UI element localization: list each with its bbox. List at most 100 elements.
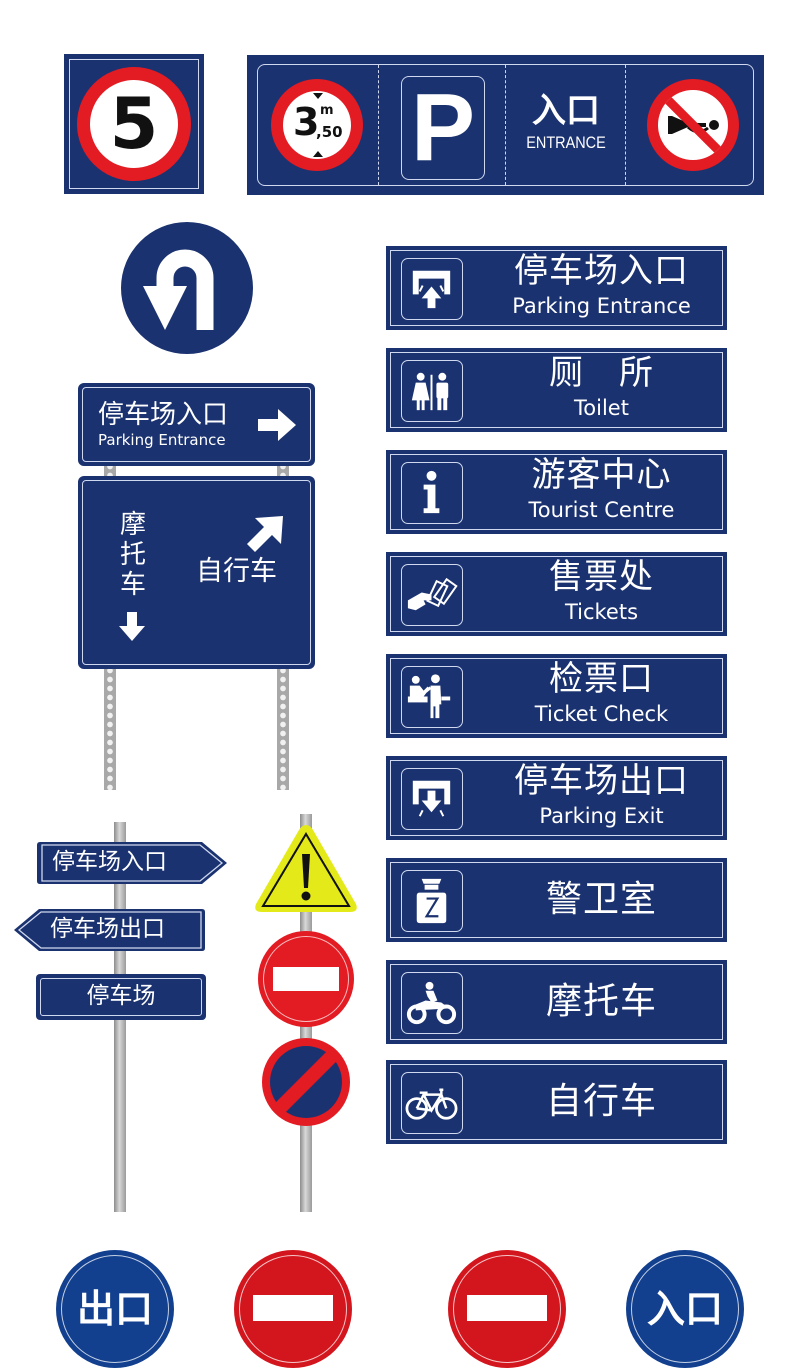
panel-border	[82, 387, 311, 462]
sign-zh: 停车场出口	[514, 761, 689, 801]
info-sign-motorcycle: 摩托车	[386, 960, 727, 1044]
entrance-en: ENTRANCE	[526, 133, 606, 152]
no-entry-bar-icon	[273, 967, 339, 991]
no-entry-round-sign-2	[448, 1250, 566, 1368]
panel-border	[82, 480, 311, 665]
info-sign-tourist-centre: 游客中心 Tourist Centre	[386, 450, 727, 534]
u-turn-sign	[121, 222, 253, 354]
sign-en: Parking Entrance	[512, 294, 691, 318]
parking-exit-icon	[412, 780, 451, 817]
no-parking-sign	[262, 1038, 350, 1126]
triangle-down-icon	[313, 93, 323, 99]
char: 车	[119, 570, 146, 600]
sign-border	[390, 760, 723, 836]
parking-entrance-direction-panel: 停车场入口 Parking Entrance	[78, 383, 315, 466]
perforated-post-right	[277, 666, 289, 790]
height-unit: m	[320, 103, 334, 118]
speed-limit-ring: 5	[77, 67, 191, 181]
divider	[625, 65, 626, 185]
parking-entrance-banner: 3 m ,50 P 入口 ENTRANCE	[247, 55, 764, 195]
triangle-up-icon	[313, 151, 323, 157]
guard-icon	[416, 878, 447, 924]
sign-en: Toilet	[574, 396, 629, 420]
icon-box	[401, 360, 463, 422]
exit-label: 出口	[76, 1287, 153, 1331]
signpost-label-exit: 停车场出口	[50, 916, 165, 942]
sign-border	[69, 59, 199, 189]
arrow-right-icon	[258, 409, 296, 441]
info-sign-parking-exit: 停车场出口 Parking Exit	[386, 756, 727, 840]
info-sign-parking-entrance: 停车场入口 Parking Entrance	[386, 246, 727, 330]
no-horn-icon	[662, 94, 724, 156]
perforated-post-left	[104, 666, 116, 790]
signpost-label-parking: 停车场	[86, 983, 156, 1009]
sign-border	[390, 352, 723, 428]
sign-zh: 检票口	[549, 659, 654, 699]
sign-zh: 自行车	[545, 1081, 657, 1122]
info-sign-toilet: 厕 所 Toilet	[386, 348, 727, 432]
vehicle-direction-panel: 摩 托 车 自行车	[78, 476, 315, 669]
entrance-round-sign: 入口	[626, 1250, 744, 1368]
divider	[378, 65, 379, 185]
signpost-board-entrance	[37, 842, 227, 884]
arrow-down-icon	[119, 612, 145, 641]
sign-en: Tourist Centre	[528, 498, 675, 522]
char: 托	[119, 540, 146, 570]
ticket-check-icon	[407, 674, 451, 719]
ring	[239, 1255, 347, 1363]
sign-zh: 摩托车	[545, 981, 657, 1022]
exit-round-sign: 出口	[56, 1250, 174, 1368]
sign-zh: 警卫室	[545, 879, 657, 920]
sign-border	[390, 454, 723, 530]
banner-border	[257, 64, 754, 186]
sign-border	[390, 658, 723, 734]
entrance-label: 入口	[646, 1287, 723, 1331]
sign-en: Ticket Check	[534, 702, 669, 726]
sign-en: Parking Exit	[539, 804, 664, 828]
info-sign-ticket-check: 检票口 Ticket Check	[386, 654, 727, 738]
entrance-label: 入口 ENTRANCE	[509, 91, 623, 155]
ring	[61, 1255, 169, 1363]
signpost-label-entrance: 停车场入口	[52, 849, 167, 875]
motorcycle-icon	[406, 981, 457, 1025]
ring	[631, 1255, 739, 1363]
entrance-zh: 入口	[532, 91, 600, 131]
exclamation-icon	[301, 854, 311, 901]
toilet-icon	[411, 372, 449, 411]
icon-box	[401, 768, 463, 830]
info-sign-bicycle: 自行车	[386, 1060, 727, 1144]
char: 摩	[119, 510, 146, 540]
info-sign-guard-room: 警卫室	[386, 858, 727, 942]
icon-box	[401, 564, 463, 626]
no-entry-bar-icon	[253, 1295, 333, 1321]
sign-zh: 停车场入口	[514, 251, 689, 291]
height-limit-sign: 3 m ,50	[271, 79, 363, 171]
sign-zh: 游客中心	[531, 455, 672, 495]
parking-letter: P	[410, 74, 476, 181]
parking-p-icon: P	[401, 76, 485, 180]
parking-entrance-icon	[412, 270, 451, 309]
height-minor: ,50	[316, 123, 343, 141]
signpost-board-exit	[14, 909, 205, 951]
height-major: 3	[293, 100, 320, 144]
panel-en: Parking Entrance	[98, 431, 226, 449]
sign-border	[390, 250, 723, 326]
info-icon	[423, 470, 440, 514]
no-horn-sign	[647, 79, 739, 171]
icon-box	[401, 462, 463, 524]
motorcycle-vertical-label: 摩 托 车	[118, 510, 148, 600]
divider	[505, 65, 506, 185]
sign-border	[390, 964, 723, 1040]
bicycle-icon	[405, 1088, 458, 1120]
sign-border	[390, 556, 723, 632]
ring	[263, 936, 349, 1022]
warning-sign	[255, 825, 357, 912]
speed-limit-sign: 5	[64, 54, 204, 194]
panel-zh: 停车场入口	[98, 400, 229, 430]
icon-box	[401, 258, 463, 320]
tickets-icon	[407, 577, 458, 611]
u-turn-icon	[143, 249, 214, 330]
board-border	[40, 978, 202, 1016]
signpost-board-parking: 停车场	[36, 974, 206, 1020]
sign-border	[390, 1064, 723, 1140]
